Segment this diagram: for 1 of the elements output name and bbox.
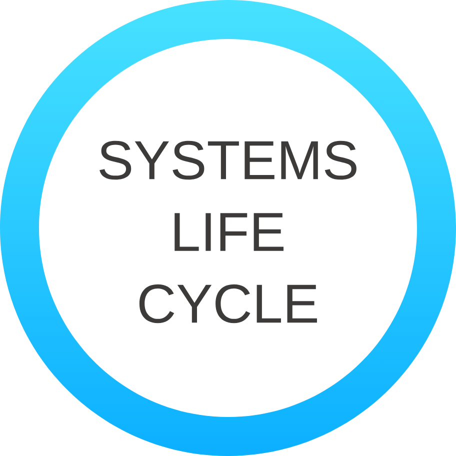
ring: SYSTEMS LIFE CYCLE bbox=[100, 140, 356, 324]
